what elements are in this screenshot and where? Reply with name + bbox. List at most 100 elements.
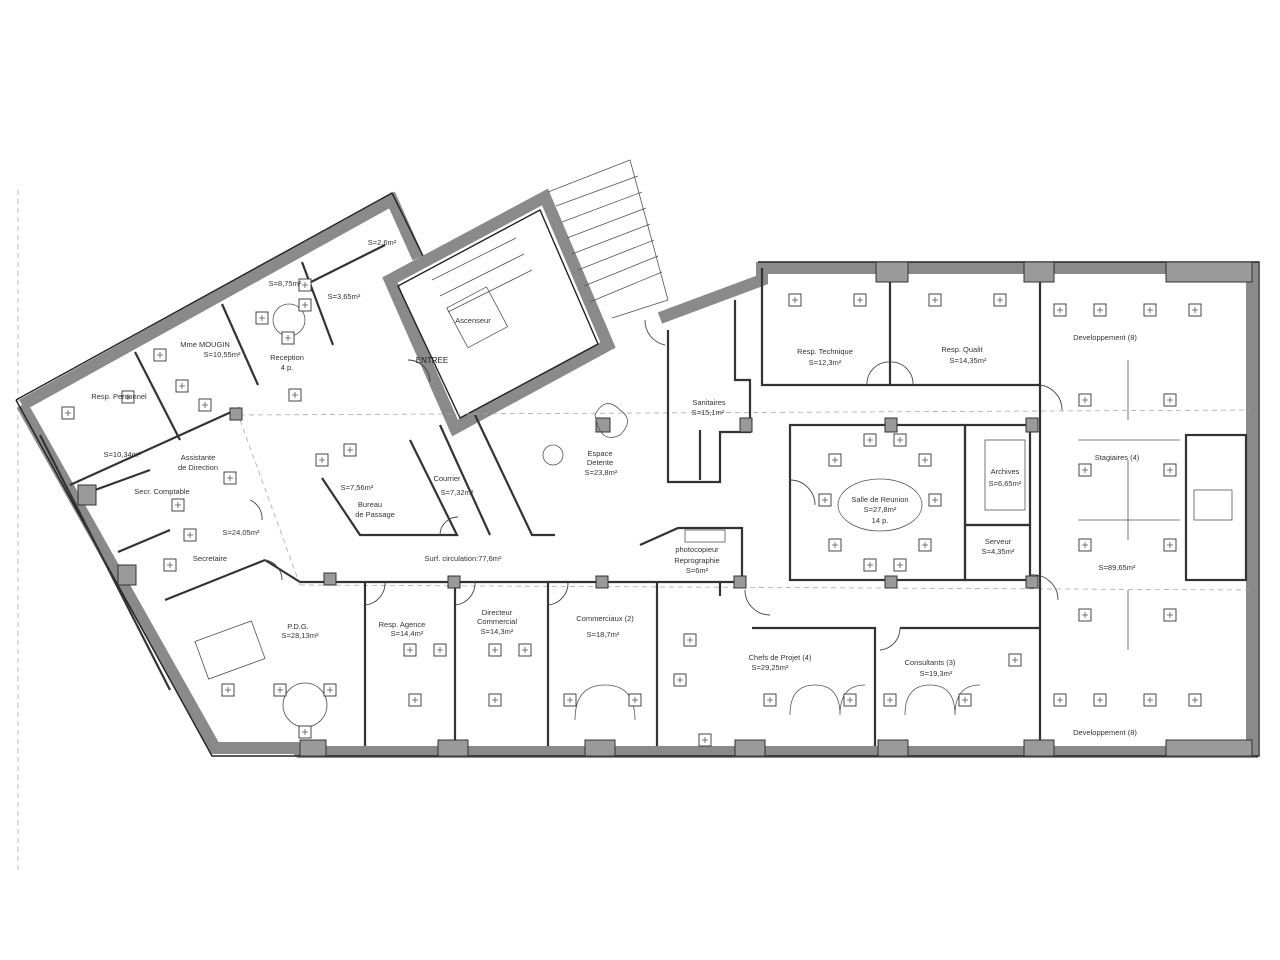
room-area-consultants: S=19,3m² — [920, 669, 953, 678]
room-name-secr-comptable: Secr. Comptable — [134, 487, 189, 496]
room-area-small-a: S=3,65m² — [328, 292, 361, 301]
chair-mark — [167, 562, 173, 568]
room-name-resp-technique: Resp. Technique — [797, 347, 853, 356]
plant-icon — [594, 403, 628, 438]
photocopier — [684, 529, 726, 543]
chair-mark — [522, 647, 528, 653]
chair-mark — [1192, 307, 1198, 313]
chair-mark — [302, 302, 308, 308]
room-area-reprographie: S=6m² — [686, 566, 709, 575]
pillars — [77, 261, 1253, 757]
chair-mark — [187, 532, 193, 538]
room-area-pdg: S=28,13m² — [282, 631, 319, 640]
room-name-developpement-top: Developpement (8) — [1073, 333, 1137, 342]
chair-mark — [922, 542, 928, 548]
entrance-label: ENTREE — [416, 356, 448, 365]
meeting-table — [837, 478, 923, 532]
room-area-espace-detente: S=23,8m² — [585, 468, 618, 477]
chair-mark — [179, 383, 185, 389]
chair-mark — [857, 297, 863, 303]
outer-walls — [15, 188, 1260, 758]
chair-mark — [932, 297, 938, 303]
room-name-serveur: Serveur — [985, 537, 1012, 546]
chair-mark — [822, 497, 828, 503]
room-area-resp-technique: S=12,3m² — [809, 358, 842, 367]
doors — [249, 319, 1063, 651]
room-name-stagiaires: Stagiaires (4) — [1095, 453, 1140, 462]
room-area-resp-personnel: S=10,34m² — [104, 450, 141, 459]
chair-mark — [1057, 697, 1063, 703]
chair-mark — [302, 729, 308, 735]
chair-mark — [437, 647, 443, 653]
room-area-commerciaux: S=18,7m² — [587, 630, 620, 639]
room-name-archives: Archives — [991, 467, 1020, 476]
chair-mark — [1082, 542, 1088, 548]
room-area-secretariat: S=24,05m² — [223, 528, 260, 537]
room-area-small-b: S=2,6m² — [368, 238, 397, 247]
chair-mark — [492, 697, 498, 703]
chair-mark — [832, 542, 838, 548]
room-area-chefs-projet: S=29,25m² — [752, 663, 789, 672]
room-name-consultants: Consultants (3) — [905, 658, 956, 667]
chair-mark — [1082, 467, 1088, 473]
chair-mark — [202, 402, 208, 408]
room-area-courrier: S=7,32m² — [441, 488, 474, 497]
chair-mark — [292, 392, 298, 398]
chair-mark — [225, 687, 231, 693]
chair-mark — [65, 410, 71, 416]
chair-mark — [302, 282, 308, 288]
room-name-espace-detente: Espace — [587, 449, 612, 458]
chairs — [61, 278, 1202, 747]
room-area-salle-reunion: S=27,8m² — [864, 505, 897, 514]
elevator-shaft — [446, 286, 509, 349]
room-name-espace-detente-2: Detente — [587, 458, 613, 467]
chair-mark — [847, 697, 853, 703]
chair-mark — [922, 457, 928, 463]
chair-mark — [1167, 542, 1173, 548]
room-name-bureau-passage: Bureau — [358, 500, 382, 509]
chair-mark — [492, 647, 498, 653]
chair-mark — [259, 315, 265, 321]
room-name-salle-reunion: Salle de Reunion — [851, 495, 908, 504]
chair-mark — [962, 697, 968, 703]
room-name-commerciaux: Commerciaux (2) — [576, 614, 634, 623]
room-name-chefs-projet: Chefs de Projet (4) — [749, 653, 812, 662]
room-area-resp-qualit: S=14,35m² — [950, 356, 987, 365]
room-area-bureau-passage: S=7,56m² — [341, 483, 374, 492]
chair-mark — [1192, 697, 1198, 703]
chair-mark — [887, 697, 893, 703]
room-area-serveur: S=4,35m² — [982, 547, 1015, 556]
chair-mark — [1147, 697, 1153, 703]
chair-mark — [277, 687, 283, 693]
room-area-open-space: S=89,65m² — [1099, 563, 1136, 572]
room-name-sanitaires: Sanitaires — [692, 398, 726, 407]
room-capacity-salle-reunion: 14 p. — [872, 516, 889, 525]
room-name-assistante: Assistante — [181, 453, 216, 462]
room-name-secretaire: Secretaire — [193, 554, 227, 563]
chair-mark — [767, 697, 773, 703]
interior-walls — [39, 244, 1248, 746]
chair-mark — [227, 475, 233, 481]
chair-mark — [125, 394, 131, 400]
chair-mark — [1082, 612, 1088, 618]
chair-mark — [997, 297, 1003, 303]
chair-mark — [702, 737, 708, 743]
circulation-label: Surf. circulation:77,6m² — [424, 554, 502, 563]
chair-mark — [677, 677, 683, 683]
room-name-photocopieur: photocopieur — [675, 545, 719, 554]
room-name-pdg: P.D.G. — [287, 622, 309, 631]
room-name-developpement-bottom: Developpement (8) — [1073, 728, 1137, 737]
chair-mark — [1082, 397, 1088, 403]
room-name-resp-personnel: Resp. Personnel — [91, 392, 147, 401]
desk — [194, 620, 266, 680]
room-area-sanitaires: S=15,1m² — [692, 408, 725, 417]
chair-mark — [567, 697, 573, 703]
chair-mark — [412, 697, 418, 703]
room-name-courrier: Courrier — [433, 474, 461, 483]
chair-mark — [792, 297, 798, 303]
chair-mark — [157, 352, 163, 358]
chair-mark — [932, 497, 938, 503]
chair-mark — [1057, 307, 1063, 313]
staircase — [431, 159, 669, 349]
room-area-directeur-commercial: S=14,3m² — [481, 627, 514, 636]
